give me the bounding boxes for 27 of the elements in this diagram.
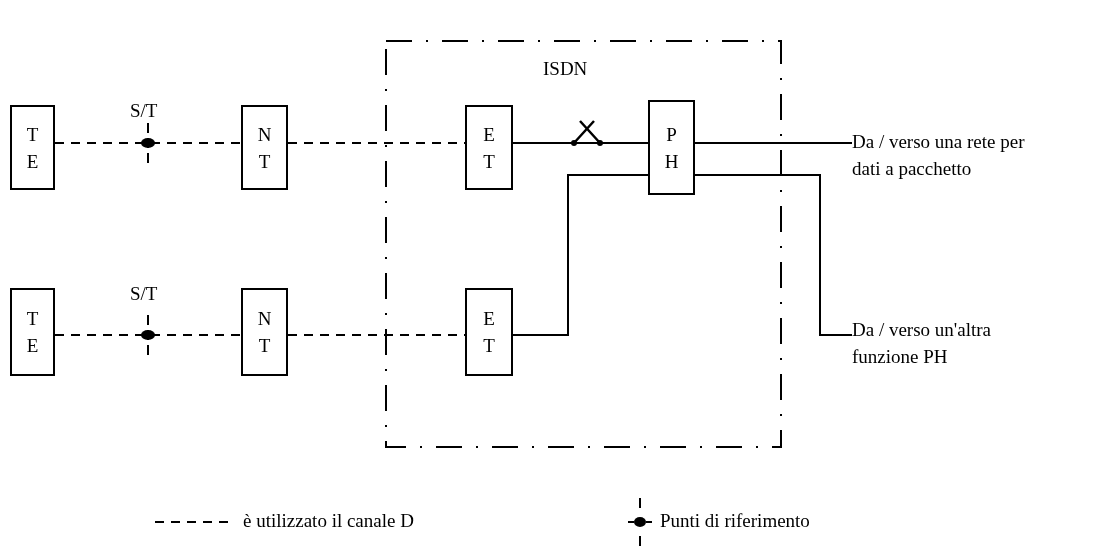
legend-text: è utilizzato il canale D: [243, 510, 414, 532]
function-label: ET: [482, 307, 496, 358]
function-box: [10, 105, 55, 190]
connection-line: [54, 334, 242, 336]
legend-text: Punti di riferimento: [660, 510, 810, 532]
connection-line: [694, 142, 853, 144]
function-box: [10, 288, 55, 376]
function-label: NT: [256, 307, 273, 358]
function-label: ET: [482, 122, 496, 174]
function-box: [465, 288, 513, 376]
reference-point-label: S/T: [130, 100, 158, 122]
connection-note-text: Da / verso una rete per dati a pacchetto: [852, 130, 1026, 181]
connection-note-text: Da / verso un'altra funzione PH: [852, 318, 992, 369]
function-box: [241, 105, 288, 190]
reference-point-label: S/T: [130, 283, 158, 305]
connection-line: [512, 142, 649, 144]
connection-line: [512, 174, 649, 336]
connection-line: [54, 142, 242, 144]
connection-line: [694, 174, 853, 336]
function-box: [241, 288, 288, 376]
function-box: [465, 105, 513, 190]
function-label: TE: [25, 307, 40, 358]
function-box: [648, 100, 695, 195]
function-label: NT: [256, 122, 273, 174]
function-label: PH: [663, 122, 680, 174]
network-title: ISDN: [543, 58, 588, 80]
function-label: TE: [25, 122, 40, 174]
